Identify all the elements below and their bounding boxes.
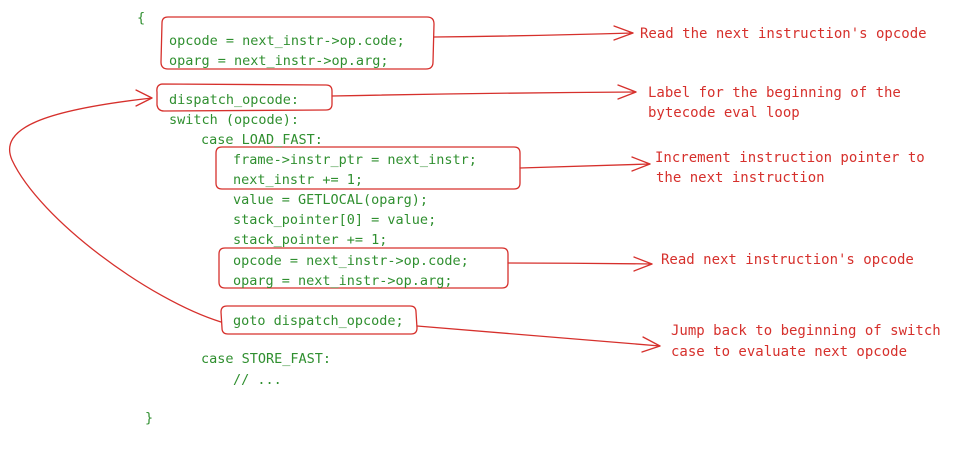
code-line-stack-inc: stack_pointer += 1; [233, 232, 388, 248]
arrow-dispatch-label [331, 91, 637, 97]
note-read-next: Read next instruction's opcode [661, 252, 914, 268]
box-increment [215, 146, 521, 190]
arrowhead-increment [631, 156, 651, 172]
note-increment-line2: the next instruction [656, 170, 825, 186]
code-case-store-fast: case STORE_FAST: [201, 351, 332, 367]
note-read-opcode: Read the next instruction's opcode [640, 26, 927, 42]
code-line-oparg-2: oparg = next_instr->op.arg; [233, 273, 453, 289]
code-close-brace: } [145, 410, 154, 426]
code-line-instr-ptr: frame->instr_ptr = next_instr; [233, 152, 477, 168]
code-open-brace: { [137, 10, 146, 26]
code-label-dispatch: dispatch_opcode: [169, 92, 300, 108]
arrowhead-read-next [633, 256, 653, 272]
note-label-line2: bytecode eval loop [648, 105, 800, 121]
box-dispatch-label [156, 83, 333, 112]
loop-back-arrowhead [135, 89, 153, 107]
arrow-read-opcode [433, 32, 634, 38]
arrow-increment [519, 163, 651, 169]
arrow-read-next [507, 262, 653, 265]
box-goto [220, 305, 418, 335]
note-increment-line1: Increment instruction pointer to [655, 150, 925, 166]
code-line-stack-assign: stack_pointer[0] = value; [233, 212, 437, 228]
code-line-oparg: oparg = next_instr->op.arg; [169, 53, 389, 69]
code-line-opcode-2: opcode = next_instr->op.code; [233, 253, 469, 269]
box-read-opcode [160, 16, 435, 70]
note-jump-line2: case to evaluate next opcode [671, 344, 908, 360]
box-read-next [218, 247, 509, 289]
loop-back-arrow [9, 97, 222, 323]
code-comment: // ... [233, 372, 282, 388]
code-case-load-fast: case LOAD_FAST: [201, 132, 323, 148]
code-switch: switch (opcode): [169, 112, 300, 128]
note-jump-line1: Jump back to beginning of switch [671, 323, 941, 339]
arrowhead-dispatch-label [617, 84, 637, 100]
code-line-goto: goto dispatch_opcode; [233, 313, 404, 329]
arrowhead-jump [641, 336, 661, 353]
code-line-value: value = GETLOCAL(oparg); [233, 192, 429, 208]
note-label-line1: Label for the beginning of the [648, 85, 901, 101]
code-line-next-instr: next_instr += 1; [233, 172, 364, 188]
code-line-opcode: opcode = next_instr->op.code; [169, 33, 405, 49]
arrowhead-read-opcode [613, 25, 634, 41]
arrow-jump [416, 325, 661, 347]
